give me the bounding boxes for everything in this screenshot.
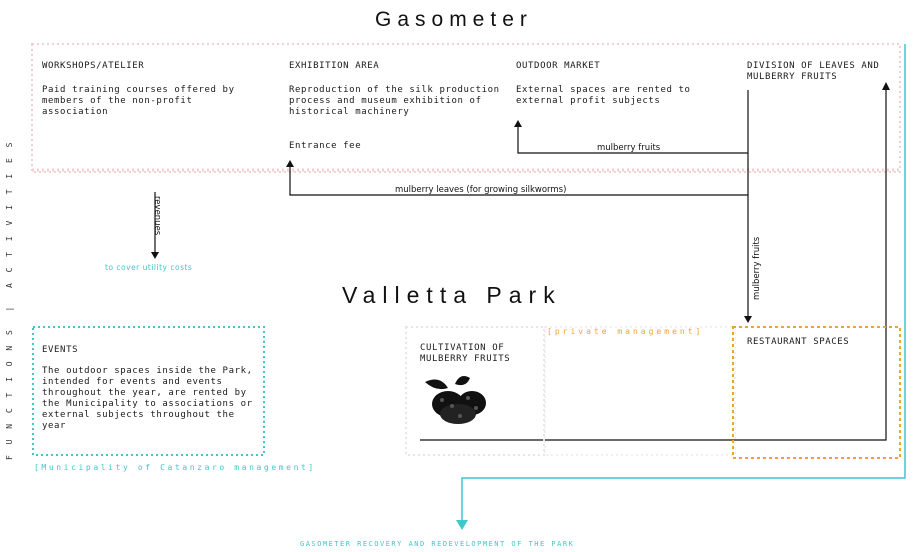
arrow-cultivation-to-division xyxy=(420,88,887,441)
private-management-label: [private management] xyxy=(547,327,704,336)
division-title: DIVISION OF LEAVES AND MULBERRY FRUITS xyxy=(747,61,880,82)
arrow-leaves-to-exhibition xyxy=(289,165,748,196)
utility-costs-label: to cover utility costs xyxy=(105,263,193,272)
events-desc: The outdoor spaces inside the Park, inte… xyxy=(42,366,253,431)
label-revenues: revenues xyxy=(152,196,162,236)
restaurant-frame xyxy=(732,326,901,459)
teal-arrowhead xyxy=(456,520,468,530)
side-label: F U N C T I O N S | A C T I V I T I E S xyxy=(5,139,14,460)
park-title: Valletta Park xyxy=(342,282,562,308)
mulberry-fruits-icon xyxy=(425,376,486,424)
label-mulberry-fruits-vertical: mulberry fruits xyxy=(752,236,762,300)
exhibition-title: EXHIBITION AREA xyxy=(289,61,380,71)
teal-frame xyxy=(461,44,906,520)
bottom-label: GASOMETER RECOVERY AND REDEVELOPMENT OF … xyxy=(300,540,575,548)
events-frame xyxy=(32,326,265,456)
workshops-desc: Paid training courses offered by members… xyxy=(42,85,235,117)
market-title: OUTDOOR MARKET xyxy=(516,61,601,71)
label-mulberry-leaves: mulberry leaves (for growing silkworms) xyxy=(395,185,567,195)
market-desc: External spaces are rented to external p… xyxy=(516,85,691,106)
arrow-fruits-to-market xyxy=(517,125,748,154)
cultivation-frame xyxy=(405,326,545,456)
exhibition-fee: Entrance fee xyxy=(289,141,362,151)
gasometer-frame xyxy=(31,43,901,173)
private-frame xyxy=(544,326,736,456)
cultivation-title: CULTIVATION OF MULBERRY FRUITS xyxy=(420,343,511,364)
municipality-management-label: [Municipality of Catanzaro management] xyxy=(34,463,316,472)
workshops-title: WORKSHOPS/ATELIER xyxy=(42,61,145,71)
exhibition-desc: Reproduction of the silk production proc… xyxy=(289,85,500,117)
restaurant-title: RESTAURANT SPACES xyxy=(747,337,850,347)
label-mulberry-fruits: mulberry fruits xyxy=(597,143,661,153)
events-title: EVENTS xyxy=(42,345,79,355)
gasometer-title: Gasometer xyxy=(375,8,533,31)
